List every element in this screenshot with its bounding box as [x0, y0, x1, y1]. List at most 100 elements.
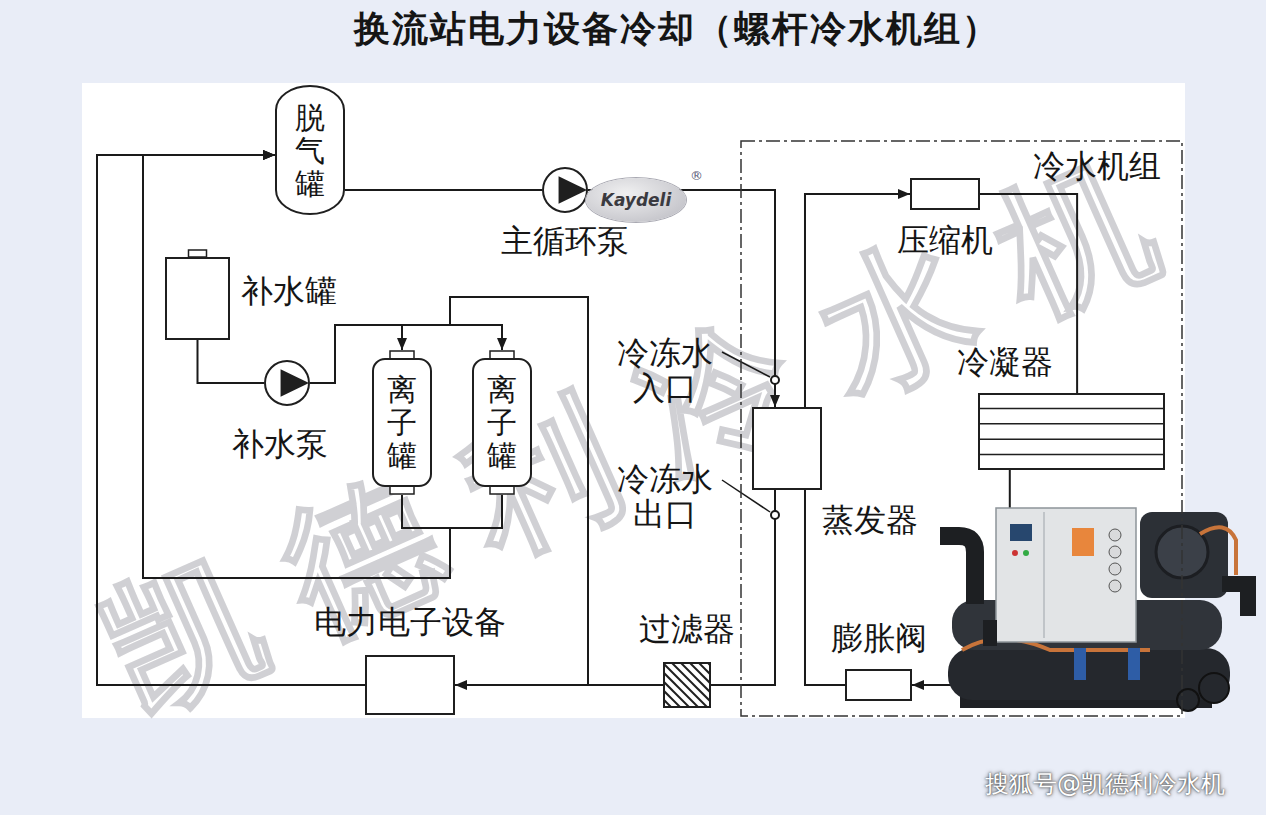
- part-label: 过滤器: [639, 611, 735, 648]
- tank-body: [373, 359, 431, 486]
- leader-line: [722, 352, 770, 377]
- indicator-lamp: [1023, 550, 1029, 556]
- evaporator-box-outline: [752, 407, 822, 490]
- coil-line: [979, 408, 1164, 410]
- hatch-line: [664, 663, 708, 707]
- water-elbow: [940, 536, 975, 604]
- pump-symbol: 主循环泵: [542, 167, 588, 213]
- coil-line: [979, 454, 1164, 456]
- tank-body: [473, 359, 531, 486]
- part-label: 电力电子设备: [314, 604, 506, 641]
- pressure-gauge: [1109, 546, 1121, 558]
- pipe-flange: [1074, 648, 1086, 680]
- pipe-outlet: [1177, 689, 1199, 711]
- part-label: 冷凝器: [957, 344, 1053, 381]
- pipe-connector: [143, 155, 502, 578]
- source-credit-box: 搜狐号@凯德利冷水机: [985, 768, 1225, 800]
- cabinet-door: [1043, 512, 1045, 638]
- part-label: 主循环泵: [501, 223, 629, 260]
- part-label: 冷水机组: [1033, 148, 1161, 185]
- part-label: 补水泵: [232, 426, 328, 463]
- evaporator-box: 蒸发器: [752, 407, 822, 490]
- brand-logo-box: Kaydeli: [586, 178, 686, 222]
- pump-casing: [543, 168, 587, 212]
- condenser-coil: 冷凝器: [978, 393, 1165, 470]
- tank-body: [276, 86, 344, 214]
- ion-tank: 离子罐: [372, 350, 432, 495]
- coil-line: [979, 423, 1164, 425]
- part-label: 压缩机: [897, 222, 993, 259]
- valve-box-outline: [845, 669, 912, 701]
- box-border: [366, 656, 454, 714]
- pipe-connector: [143, 155, 450, 578]
- equipment-box-outline: [365, 655, 455, 715]
- pipe-connector: [345, 189, 542, 191]
- dash-dot-border: [741, 141, 1182, 716]
- hatch-line: [698, 663, 710, 707]
- tank-body: [166, 258, 229, 339]
- pump-symbol-outline: [264, 360, 310, 406]
- pump-triangle: [559, 176, 587, 204]
- registered-mark: ®: [690, 168, 703, 183]
- box-border: [979, 394, 1164, 469]
- coil-line: [979, 438, 1164, 440]
- box-border: [846, 670, 911, 700]
- condenser-coil-outline: [978, 393, 1165, 470]
- copper-tube: [1200, 527, 1236, 575]
- part-label: 补水罐: [241, 273, 337, 310]
- pipe-outlet: [1199, 673, 1229, 703]
- filter-box: 过滤器: [663, 662, 711, 708]
- name-plate: [1072, 528, 1094, 556]
- pump-symbol-outline: [542, 167, 588, 213]
- pipe-connector: [588, 190, 775, 407]
- part-label: 膨胀阀: [831, 620, 927, 657]
- makeup-tank: 补水罐: [165, 257, 230, 340]
- degassing-tank: 脱气罐: [275, 85, 345, 215]
- indicator-lamp: [1012, 550, 1018, 556]
- pump-triangle: [281, 369, 309, 397]
- pipe-flange: [1128, 648, 1140, 680]
- registered-mark-box: ®: [690, 168, 703, 183]
- tank-cap: [189, 250, 207, 257]
- port-dot: [771, 376, 779, 384]
- pressure-gauge: [1109, 529, 1121, 541]
- chiller-region: 压缩机冷凝器蒸发器膨胀阀冷水机组: [740, 140, 1183, 717]
- port-dot: [771, 511, 779, 519]
- water-elbow: [1222, 584, 1248, 616]
- port-callout-box: 冷冻水 入口: [615, 336, 714, 406]
- valve-box: 膨胀阀: [845, 669, 912, 701]
- water-elbow: [983, 620, 997, 646]
- title-box: 换流站电力设备冷却（螺杆冷水机组）: [100, 8, 1254, 51]
- pump-symbol: 补水泵: [264, 360, 310, 406]
- box-border: [911, 179, 979, 209]
- pressure-gauge: [1109, 580, 1121, 592]
- control-cabinet: [996, 508, 1136, 642]
- pipe-connector: [711, 490, 775, 685]
- vertical-label: 脱气罐: [295, 101, 325, 200]
- vertical-label: 离子罐: [487, 373, 517, 472]
- equipment-box: 电力电子设备: [365, 655, 455, 715]
- box-border: [753, 408, 821, 489]
- compressor-box: 压缩机: [910, 178, 980, 210]
- source-credit: 搜狐号@凯德利冷水机: [985, 768, 1225, 800]
- port-callout-box: 冷冻水 出口: [615, 462, 714, 532]
- pump-casing: [265, 361, 309, 405]
- pipe-connector: [198, 340, 265, 383]
- filter-box-outline: [663, 662, 711, 708]
- makeup-tank-outline: [165, 257, 230, 340]
- port-callout: 冷冻水 出口: [615, 462, 714, 532]
- screw-compressor: [1140, 512, 1228, 598]
- pressure-gauge: [1109, 563, 1121, 575]
- compressor-box-outline: [910, 178, 980, 210]
- part-label: 蒸发器: [822, 502, 918, 539]
- port-callout: 冷冻水 入口: [615, 336, 714, 406]
- diagram-title: 换流站电力设备冷却（螺杆冷水机组）: [100, 8, 1254, 51]
- pipe-connector: [805, 194, 910, 407]
- control-screen: [1010, 524, 1032, 541]
- vertical-label: 离子罐: [387, 373, 417, 472]
- box-border: [664, 663, 710, 707]
- brand-logo: Kaydeli: [586, 178, 686, 222]
- ion-tank: 离子罐: [472, 350, 532, 495]
